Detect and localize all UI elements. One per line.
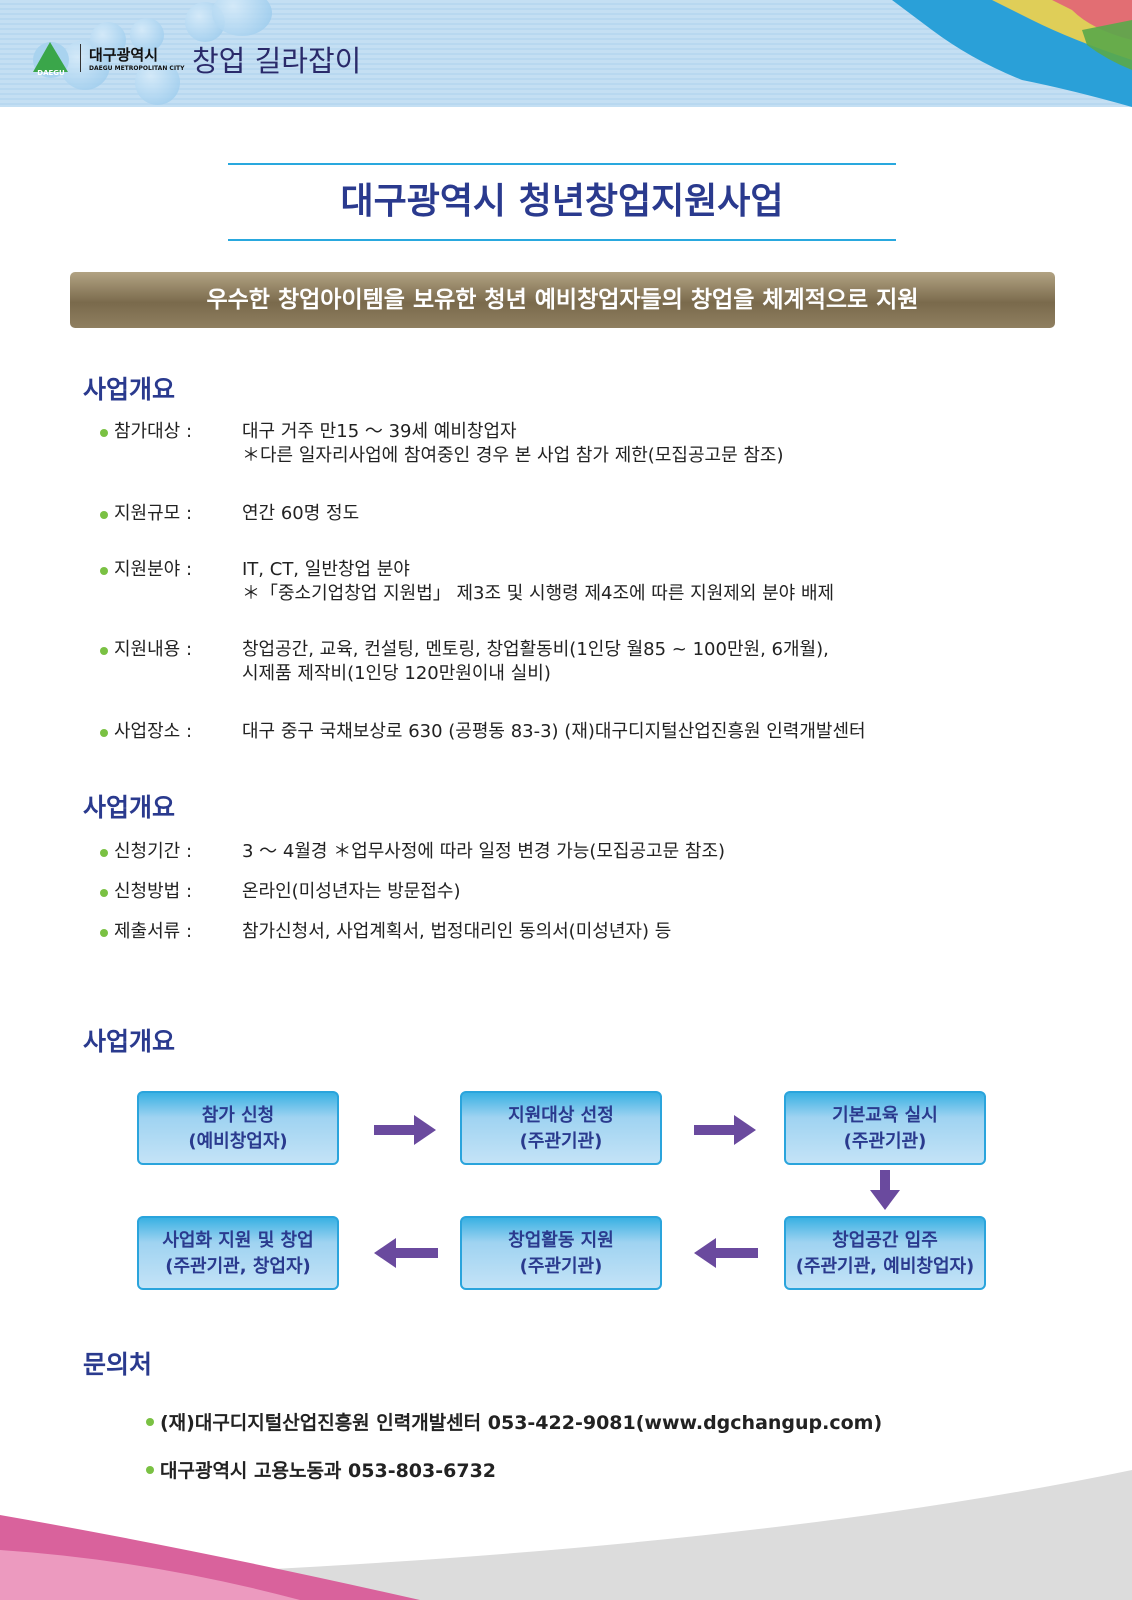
process-step-5: 창업활동 지원(주관기관)	[460, 1216, 662, 1290]
arrow-right-icon	[694, 1115, 756, 1145]
item-label: 지원규모 :	[114, 503, 193, 524]
bullet-icon	[100, 511, 108, 519]
city-name-en: DAEGU METROPOLITAN CITY	[89, 65, 185, 72]
bullet-icon	[100, 647, 108, 655]
bullet-icon	[146, 1466, 154, 1474]
item-label: 지원내용 :	[114, 639, 193, 660]
item-value: 3 ～ 4월경 ＊업무사정에 따라 일정 변경 가능(모집공고문 참조)	[242, 841, 726, 862]
contact-item: (재)대구디지털산업진흥원 인력개발센터 053-422-9081(www.dg…	[146, 1408, 882, 1435]
section-heading-overview: 사업개요	[83, 375, 176, 404]
process-step-6: 사업화 지원 및 창업(주관기관, 창업자)	[137, 1216, 339, 1290]
bullet-icon	[146, 1418, 154, 1426]
section-heading-process: 사업개요	[83, 1027, 176, 1056]
bullet-icon	[100, 929, 108, 937]
list-item: 지원규모 : 연간 60명 정도	[100, 502, 866, 526]
process-step-2: 지원대상 선정(주관기관)	[460, 1091, 662, 1165]
arrow-left-icon	[694, 1238, 758, 1268]
bullet-icon	[100, 429, 108, 437]
arrow-down-icon	[870, 1170, 900, 1210]
item-value: 참가신청서, 사업계획서, 법정대리인 동의서(미성년자) 등	[242, 921, 672, 942]
bullet-icon	[100, 849, 108, 857]
city-name: 대구광역시 DAEGU METROPOLITAN CITY	[80, 44, 185, 72]
list-item: 지원분야 : IT, CT, 일반창업 분야 ＊「중소기업창업 지원법」 제3조 …	[100, 558, 866, 606]
footer-decoration-icon	[0, 1470, 1132, 1600]
arrow-left-icon	[374, 1238, 438, 1268]
list-item: 지원내용 : 창업공간, 교육, 컨설팅, 멘토링, 창업활동비(1인당 월85 …	[100, 638, 866, 686]
corner-decoration-icon	[892, 0, 1132, 107]
item-label: 지원분야 :	[114, 559, 193, 580]
section-heading-contact: 문의처	[83, 1350, 153, 1379]
process-step-3: 기본교육 실시(주관기관)	[784, 1091, 986, 1165]
header-title: 창업 길라잡이	[192, 44, 362, 78]
item-value: 대구 거주 만15 ～ 39세 예비창업자 ＊다른 일자리사업에 참여중인 경우…	[242, 421, 784, 466]
arrow-right-icon	[374, 1115, 436, 1145]
item-label: 사업장소 :	[114, 721, 193, 742]
header: DAEGU 대구광역시 DAEGU METROPOLITAN CITY 창업 길…	[0, 0, 1132, 107]
bullet-icon	[100, 729, 108, 737]
item-value: 온라인(미성년자는 방문접수)	[242, 881, 461, 902]
overview-list: 참가대상 : 대구 거주 만15 ～ 39세 예비창업자 ＊다른 일자리사업에 참…	[100, 420, 866, 744]
daegu-logo-icon: DAEGU	[33, 42, 69, 78]
item-value: 창업공간, 교육, 컨설팅, 멘토링, 창업활동비(1인당 월85 ~ 100만…	[242, 639, 829, 684]
list-item: 신청방법 : 온라인(미성년자는 방문접수)	[100, 880, 725, 904]
list-item: 참가대상 : 대구 거주 만15 ～ 39세 예비창업자 ＊다른 일자리사업에 참…	[100, 420, 866, 468]
item-value: 연간 60명 정도	[242, 503, 360, 524]
city-name-ko: 대구광역시	[89, 46, 159, 64]
contact-text: 대구광역시 고용노동과 053-803-6732	[160, 1460, 497, 1482]
item-value: IT, CT, 일반창업 분야 ＊「중소기업창업 지원법」 제3조 및 시행령 …	[242, 559, 835, 604]
item-label: 신청방법 :	[114, 881, 193, 902]
item-label: 제출서류 :	[114, 921, 193, 942]
application-list: 신청기간 : 3 ～ 4월경 ＊업무사정에 따라 일정 변경 가능(모집공고문 참…	[100, 840, 725, 944]
section-heading-application: 사업개요	[83, 793, 176, 822]
bullet-icon	[100, 889, 108, 897]
item-label: 신청기간 :	[114, 841, 193, 862]
subtitle-banner: 우수한 창업아이템을 보유한 청년 예비창업자들의 창업을 체계적으로 지원	[70, 272, 1055, 328]
svg-text:DAEGU: DAEGU	[37, 69, 65, 77]
list-item: 사업장소 : 대구 중구 국채보상로 630 (공평동 83-3) (재)대구디지…	[100, 720, 866, 744]
item-value: 대구 중구 국채보상로 630 (공평동 83-3) (재)대구디지털산업진흥원…	[242, 721, 866, 742]
item-label: 참가대상 :	[114, 421, 193, 442]
page-title: 대구광역시 청년창업지원사업	[228, 163, 896, 241]
contact-text: (재)대구디지털산업진흥원 인력개발센터 053-422-9081(www.dg…	[160, 1412, 883, 1434]
bullet-icon	[100, 567, 108, 575]
contact-item: 대구광역시 고용노동과 053-803-6732	[146, 1456, 496, 1483]
process-step-4: 창업공간 입주(주관기관, 예비창업자)	[784, 1216, 986, 1290]
process-step-1: 참가 신청(예비창업자)	[137, 1091, 339, 1165]
list-item: 제출서류 : 참가신청서, 사업계획서, 법정대리인 동의서(미성년자) 등	[100, 920, 725, 944]
list-item: 신청기간 : 3 ～ 4월경 ＊업무사정에 따라 일정 변경 가능(모집공고문 참…	[100, 840, 725, 864]
